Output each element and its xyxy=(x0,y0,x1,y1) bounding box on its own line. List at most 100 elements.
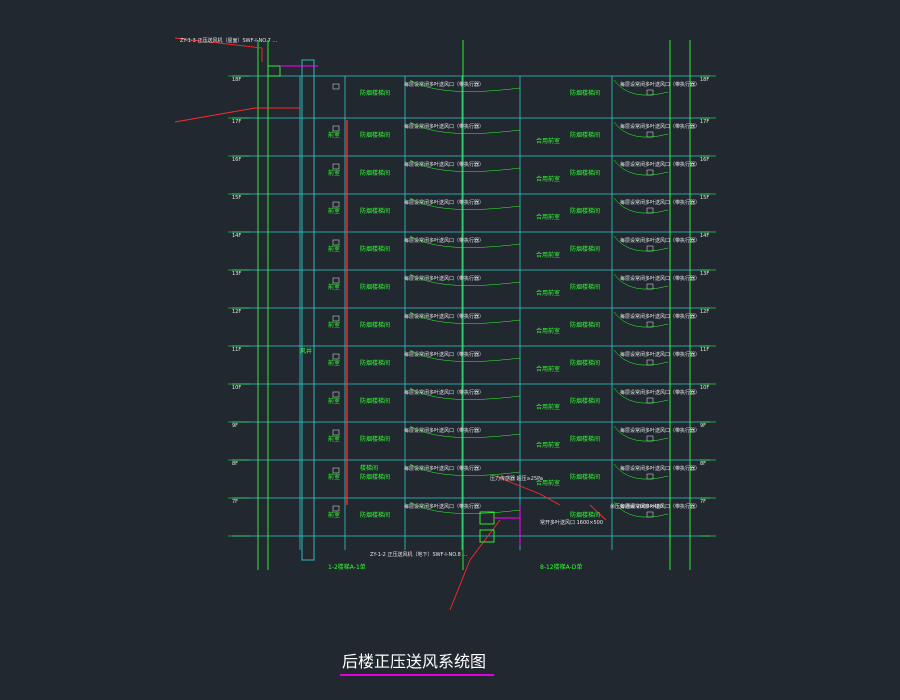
level-mark: 18F xyxy=(232,77,241,83)
note-leader-right xyxy=(613,79,669,96)
level-mark-right: 15F xyxy=(700,195,709,201)
room-label-combined: 合用前室 xyxy=(536,365,560,373)
duct-note-right: 每层设常闭多叶送风口（带执行器） xyxy=(620,237,700,244)
vent-marker xyxy=(332,239,340,246)
duct-note-right: 每层设常闭多叶送风口（带执行器） xyxy=(620,503,700,510)
room-label-stair-right: 防烟楼梯间 xyxy=(570,359,600,367)
vent-marker xyxy=(332,505,340,512)
side-label: 风井 xyxy=(300,347,312,355)
room-label-stair-right: 防烟楼梯间 xyxy=(570,321,600,329)
room-label-front: 前室 xyxy=(328,207,340,215)
vent-marker-right xyxy=(646,283,654,290)
room-label-stair: 防烟楼梯间 xyxy=(360,283,390,291)
level-mark: 11F xyxy=(232,347,241,353)
note-leader xyxy=(409,463,521,476)
room-label-stair-right: 防烟楼梯间 xyxy=(570,283,600,291)
vent-marker xyxy=(332,467,340,474)
room-label-stair: 防烟楼梯间 xyxy=(360,207,390,215)
room-label-combined: 合用前室 xyxy=(536,289,560,297)
duct-note: 每层设常闭多叶送风口（带执行器） xyxy=(404,465,484,472)
level-mark: 16F xyxy=(232,157,241,163)
fan-bottom-a xyxy=(479,511,495,525)
level-mark: 7F xyxy=(232,499,238,505)
level-mark-right: 16F xyxy=(700,157,709,163)
room-label-stair-right: 防烟楼梯间 xyxy=(570,473,600,481)
annotation-vent-size: 常开多叶送风口 1600×500 xyxy=(540,519,603,526)
room-label-front: 前室 xyxy=(328,321,340,329)
note-leader xyxy=(409,349,521,362)
level-mark: 15F xyxy=(232,195,241,201)
note-leader xyxy=(409,159,521,172)
note-leader xyxy=(409,425,521,438)
room-label-stair: 防烟楼梯间 xyxy=(360,169,390,177)
note-leader xyxy=(409,79,521,92)
vent-marker-right xyxy=(646,359,654,366)
vent-marker-right xyxy=(646,511,654,518)
room-label-front: 前室 xyxy=(328,397,340,405)
room-label-stair: 防烟楼梯间 xyxy=(360,89,390,97)
air-shaft xyxy=(301,59,315,561)
duct-note-right: 每层设常闭多叶送风口（带执行器） xyxy=(620,427,700,434)
level-mark: 13F xyxy=(232,271,241,277)
room-label-front: 前室 xyxy=(328,511,340,519)
level-mark-right: 17F xyxy=(700,119,709,125)
fan-top xyxy=(267,65,281,77)
leader-vent xyxy=(174,107,300,123)
note-leader-right xyxy=(613,235,669,252)
note-leader-right xyxy=(613,197,669,214)
room-label-stair-right: 防烟楼梯间 xyxy=(570,207,600,215)
riser-lines xyxy=(257,40,691,570)
note-leader xyxy=(409,197,521,210)
room-label-stair: 防烟楼梯间 xyxy=(360,245,390,253)
level-mark-right: 7F xyxy=(700,499,706,505)
room-label-front: 前室 xyxy=(328,359,340,367)
vent-marker-right xyxy=(646,321,654,328)
leader-fan-bottom xyxy=(449,519,501,611)
level-mark-right: 13F xyxy=(700,271,709,277)
room-label-stair: 防烟楼梯间 xyxy=(360,435,390,443)
room-label-stair: 防烟楼梯间 xyxy=(360,321,390,329)
duct-note-right: 每层设常闭多叶送风口（带执行器） xyxy=(620,161,700,168)
room-label-combined: 合用前室 xyxy=(536,479,560,487)
room-label-stair-right: 防烟楼梯间 xyxy=(570,397,600,405)
level-mark: 8F xyxy=(232,461,238,467)
duct-note: 每层设常闭多叶送风口（带执行器） xyxy=(404,503,484,510)
annotation-fan-top: ZY-1-3 正压送风机（屋面）SWF-I-NO.7 ... xyxy=(180,37,278,44)
note-leader-right xyxy=(613,159,669,176)
room-label-front: 前室 xyxy=(328,473,340,481)
vent-marker xyxy=(332,429,340,436)
drawing-title: 后楼正压送风系统图 xyxy=(342,652,486,671)
vent-marker-right xyxy=(646,397,654,404)
room-label-combined: 合用前室 xyxy=(536,327,560,335)
duct-note: 每层设常闭多叶送风口（带执行器） xyxy=(404,427,484,434)
duct-note-right: 每层设常闭多叶送风口（带执行器） xyxy=(620,389,700,396)
room-label-stair-right: 防烟楼梯间 xyxy=(570,89,600,97)
room-label-stair: 防烟楼梯间 xyxy=(360,397,390,405)
note-leader-right xyxy=(613,121,669,138)
room-label-combined: 合用前室 xyxy=(536,251,560,259)
level-mark-right: 12F xyxy=(700,309,709,315)
level-mark: 14F xyxy=(232,233,241,239)
vent-marker xyxy=(332,277,340,284)
duct-note-right: 每层设常闭多叶送风口（带执行器） xyxy=(620,465,700,472)
note-leader-right xyxy=(613,463,669,480)
floor-lines xyxy=(228,75,716,537)
vent-marker xyxy=(332,125,340,132)
note-leader-right xyxy=(613,349,669,366)
bottom-label-left: 1-2楼梯A-1单 xyxy=(328,563,366,571)
duct-note-right: 每层设常闭多叶送风口（带执行器） xyxy=(620,81,700,88)
vent-marker xyxy=(332,201,340,208)
annotation-damper: 余压旁通阀 2000×400 xyxy=(610,503,663,510)
room-label-stair-right: 防烟楼梯间 xyxy=(570,511,600,519)
level-mark: 10F xyxy=(232,385,241,391)
level-mark-right: 10F xyxy=(700,385,709,391)
level-mark-right: 14F xyxy=(700,233,709,239)
level-mark-right: 9F xyxy=(700,423,706,429)
note-leader-right xyxy=(613,501,669,518)
vent-marker xyxy=(332,353,340,360)
room-label-front: 前室 xyxy=(328,169,340,177)
vent-marker xyxy=(332,83,340,90)
room-label-stair-right: 防烟楼梯间 xyxy=(570,435,600,443)
note-leader-right xyxy=(613,425,669,442)
note-leader xyxy=(409,235,521,248)
